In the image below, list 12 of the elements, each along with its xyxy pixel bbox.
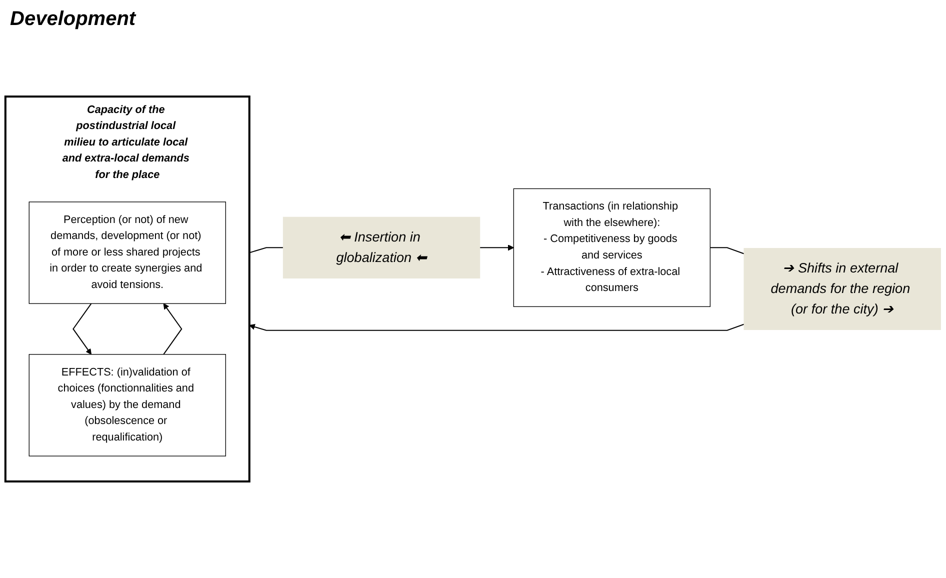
arrow: [163, 303, 182, 355]
node-box: EFFECTS: (in)validation of choices (fonctionnalities and values) by the demand (obsolescence or requalification): [28, 354, 226, 456]
arrow: [480, 244, 514, 251]
node-box: Transactions (in relationship with the elsewhere): - Competitiveness by goods and services - Attractiveness of extra-local consumers: [513, 188, 711, 307]
node-box: ⬅ Insertion in globalization ⬅: [282, 216, 480, 278]
connector: [249, 247, 284, 254]
arrow: [72, 303, 92, 355]
connector: [710, 247, 744, 254]
node-box: Perception (or not) of new demands, development (or not) of more or less shared projects in order to create synergies and avoid tensions.: [28, 202, 226, 304]
arrow: [249, 324, 744, 331]
diagram-label: Development: [10, 8, 136, 31]
node-box: ➔ Shifts in external demands for the region (or for the city) ➔: [744, 248, 941, 330]
